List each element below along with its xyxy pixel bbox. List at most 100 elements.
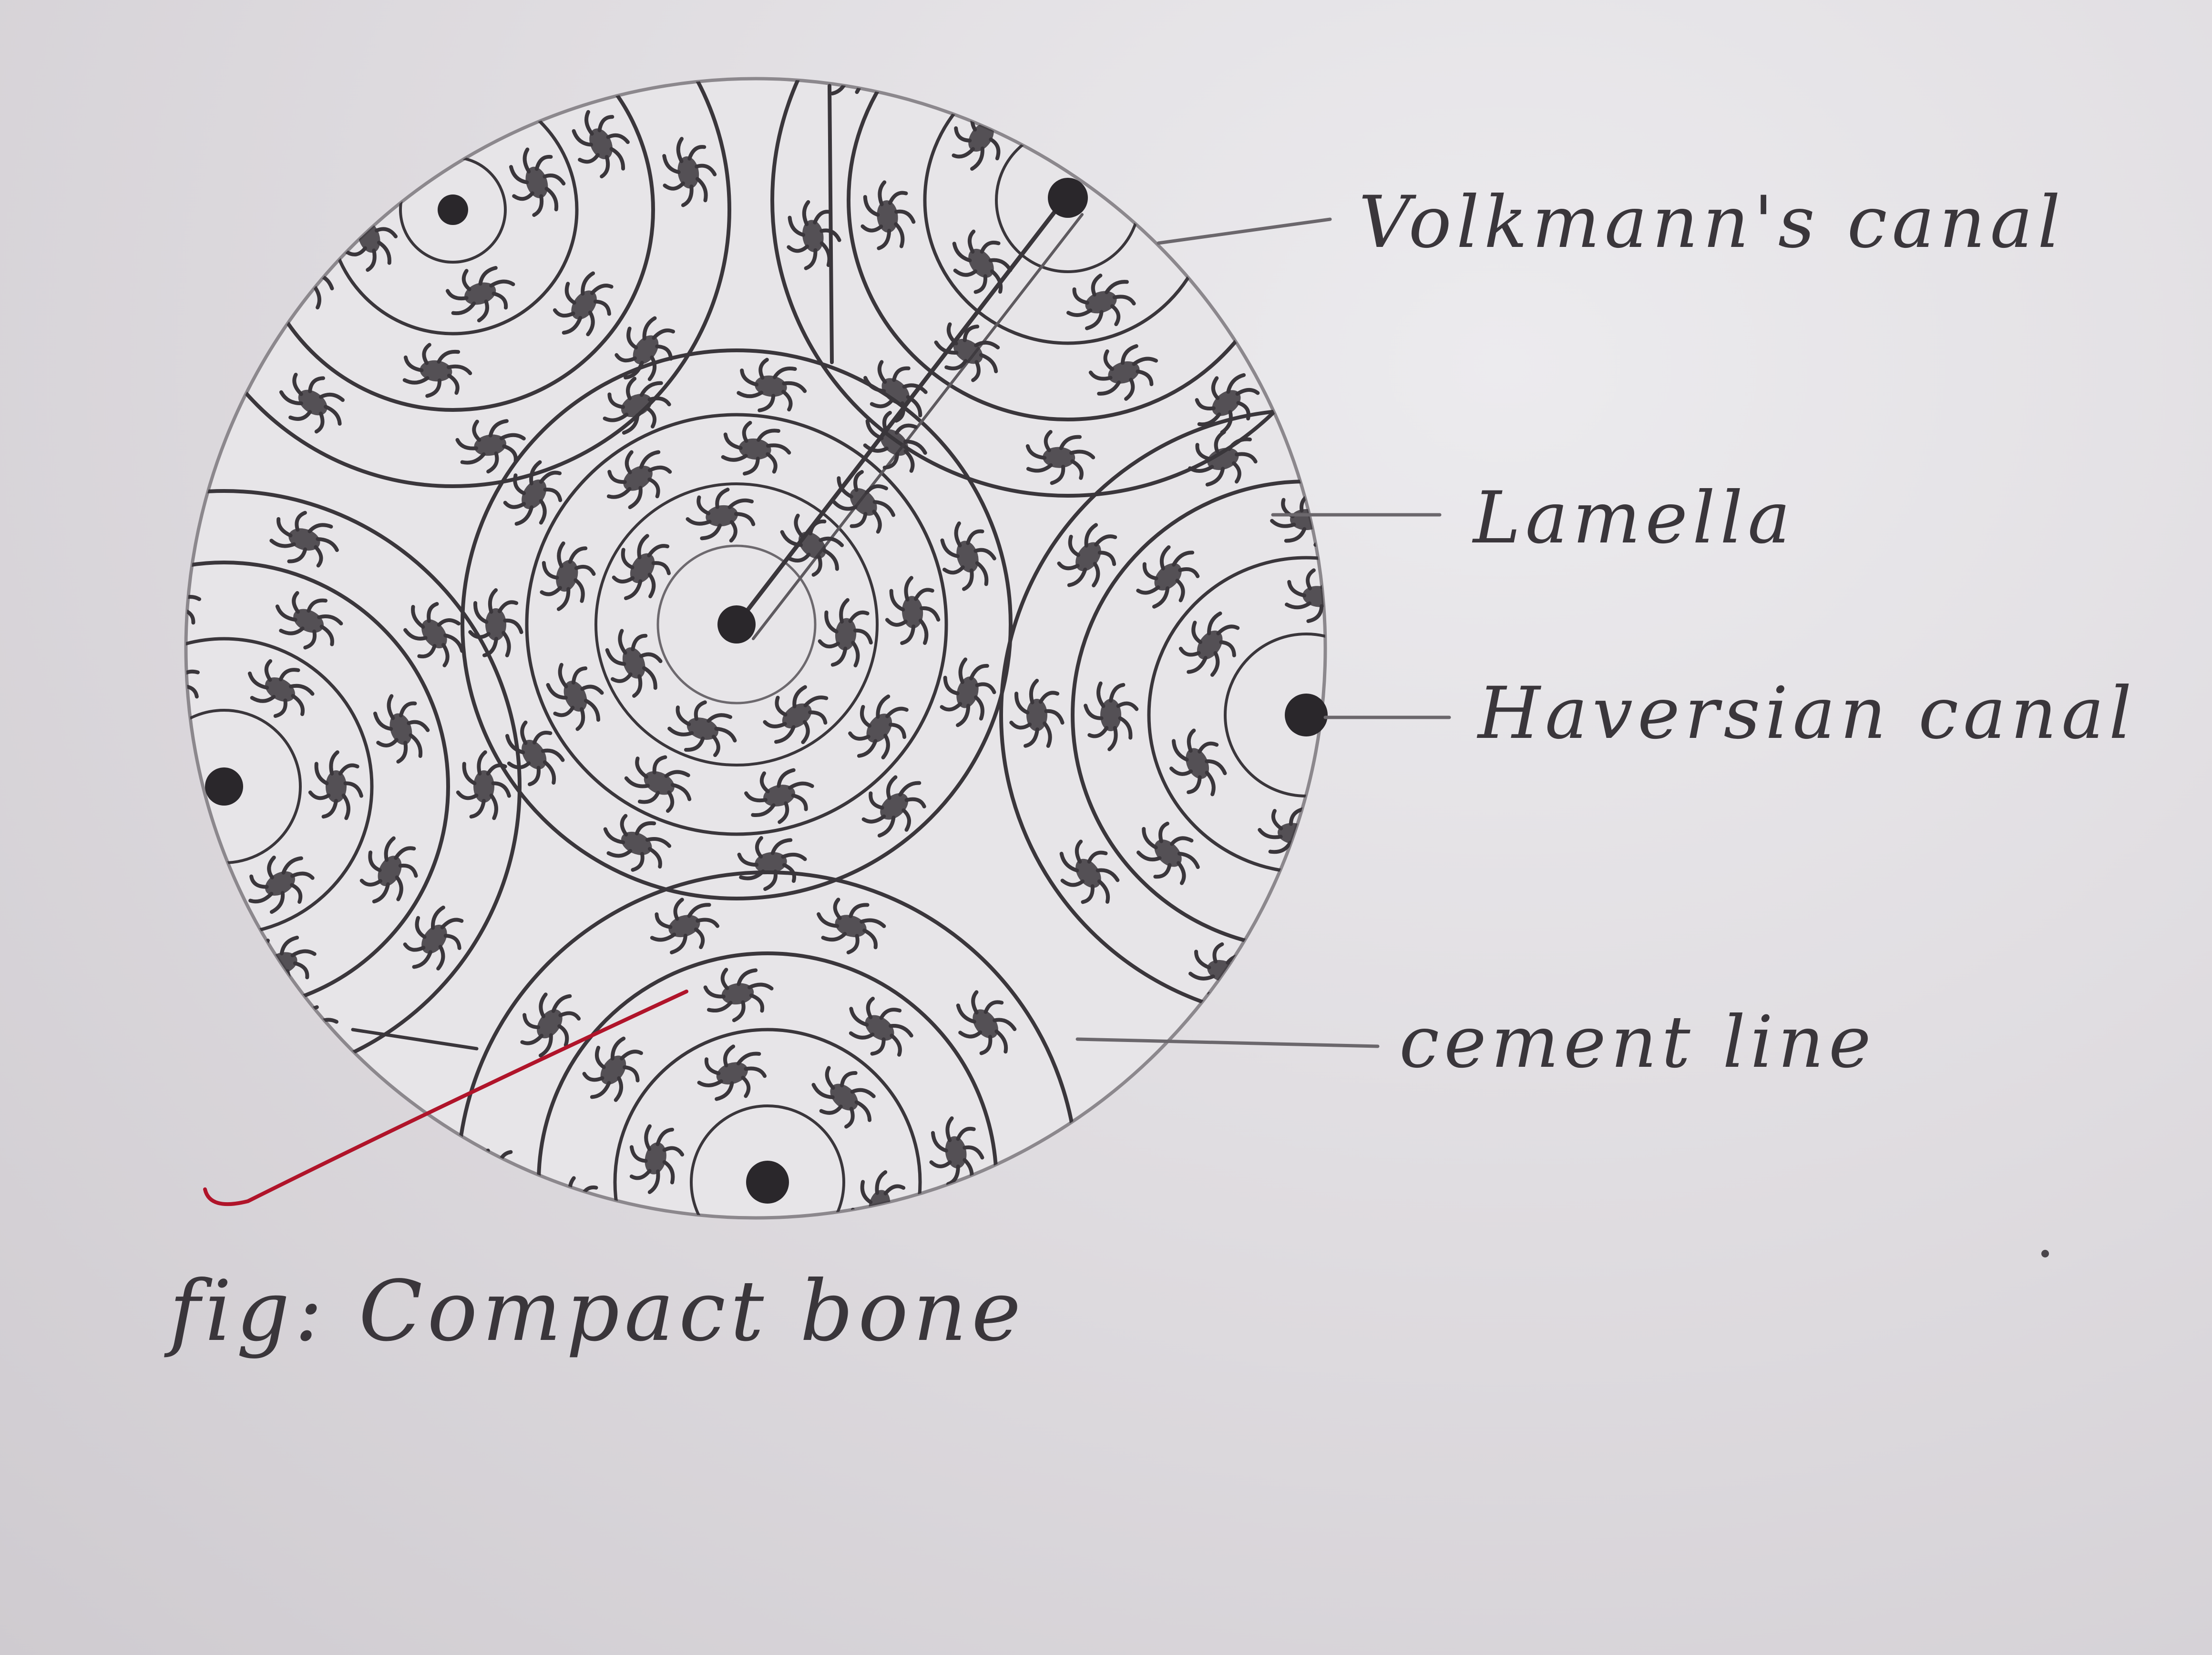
lacuna (456, 750, 511, 820)
lacuna (811, 1066, 876, 1129)
volkmann-leader-line (1157, 217, 1332, 245)
lacuna (433, 20, 504, 77)
lacuna (952, 229, 1013, 294)
lacuna (373, 694, 430, 764)
cement-line-label: cement line (1399, 1001, 1876, 1084)
lacuna (391, 97, 461, 154)
lacuna (186, 595, 202, 625)
haversian-canal-left (205, 767, 243, 806)
lacuna (1059, 839, 1120, 904)
lacuna (540, 541, 596, 611)
lacuna (1363, 742, 1443, 826)
lacuna (667, 700, 737, 757)
lacuna (860, 180, 916, 250)
lacuna (0, 897, 53, 980)
lacuna (832, 470, 896, 534)
lacuna (468, 588, 523, 657)
lacuna (87, 755, 138, 821)
lacuna (1084, 681, 1139, 751)
lacuna (1136, 821, 1200, 885)
lacuna (1291, 218, 1325, 289)
lacuna (292, 83, 353, 148)
lacuna (553, 271, 614, 337)
lacuna (1009, 679, 1065, 748)
lacuna (780, 513, 844, 577)
lacuna (1136, 545, 1200, 609)
lacuna (269, 511, 339, 568)
lacuna (1088, 344, 1158, 401)
lacuna (1402, 535, 1485, 618)
lacuna (817, 898, 886, 955)
lacuna (737, 358, 807, 412)
lacuna (629, 1124, 685, 1194)
lacuna (818, 598, 873, 668)
lacuna (605, 629, 663, 698)
lacuna (940, 521, 996, 591)
haversian-canal-label: Haversian canal (1478, 672, 2137, 755)
lacuna (603, 377, 671, 435)
lacuna (737, 836, 807, 891)
lacuna (106, 999, 184, 1068)
lacuna (1404, 811, 1487, 894)
lacuna (863, 360, 928, 423)
lacuna (229, 79, 288, 101)
lacuna (1025, 430, 1096, 485)
lacuna (1010, 1146, 1065, 1216)
lacuna (279, 372, 345, 434)
haversian-canal-bottom (746, 1161, 789, 1204)
lacuna (703, 968, 774, 1022)
lacuna (744, 768, 814, 824)
lacuna (1178, 611, 1240, 677)
pencil-dot (2041, 1250, 2049, 1257)
lacuna (934, 322, 1000, 382)
haversian-canal-right (1285, 694, 1328, 736)
lacuna (940, 657, 996, 727)
lacuna (1066, 274, 1136, 330)
volkmanns-canal-label: Volkmann's canal (1359, 181, 2065, 264)
lacuna (646, 1404, 725, 1473)
lacuna (1188, 430, 1258, 487)
haversian-canals (205, 178, 1328, 1204)
lacuna (403, 905, 464, 971)
haversian-canal-top-right (1048, 178, 1088, 218)
lacuna (97, 914, 179, 989)
lacuna (1147, 164, 1202, 234)
lacuna (686, 488, 756, 543)
lacuna (1483, 833, 1563, 916)
lacuna (1169, 728, 1227, 797)
field-of-view-circle (184, 77, 1327, 1220)
lacuna (624, 755, 692, 813)
lacuna (247, 659, 315, 718)
lacuna (848, 695, 909, 760)
lacuna (1066, 79, 1136, 127)
lacuna (603, 814, 672, 872)
lacuna (0, 593, 53, 676)
lacuna (721, 420, 791, 476)
lacuna (1352, 937, 1430, 1006)
lacuna (697, 1044, 767, 1101)
lacuna (1057, 523, 1117, 588)
lacuna (849, 996, 913, 1057)
lacuna (1378, 625, 1452, 706)
lacuna (911, 79, 969, 101)
lacuna (1272, 882, 1325, 938)
lacuna (402, 343, 472, 398)
lacuna (861, 775, 926, 838)
lacuna (509, 147, 566, 217)
lacuna (863, 410, 927, 473)
lacuna (1352, 425, 1430, 494)
lacuna (572, 110, 630, 179)
lacuna (503, 460, 563, 526)
lacuna (520, 992, 581, 1058)
lacuna (612, 534, 671, 601)
lacuna (606, 450, 672, 510)
lacuna (186, 870, 201, 902)
lacuna (275, 591, 343, 650)
lacuna (378, 0, 451, 5)
lacuna (403, 602, 464, 667)
haversian-canal-center (717, 605, 756, 644)
lacuna (308, 750, 363, 820)
red-pen-stroke (203, 990, 688, 1206)
lacuna (614, 316, 676, 381)
